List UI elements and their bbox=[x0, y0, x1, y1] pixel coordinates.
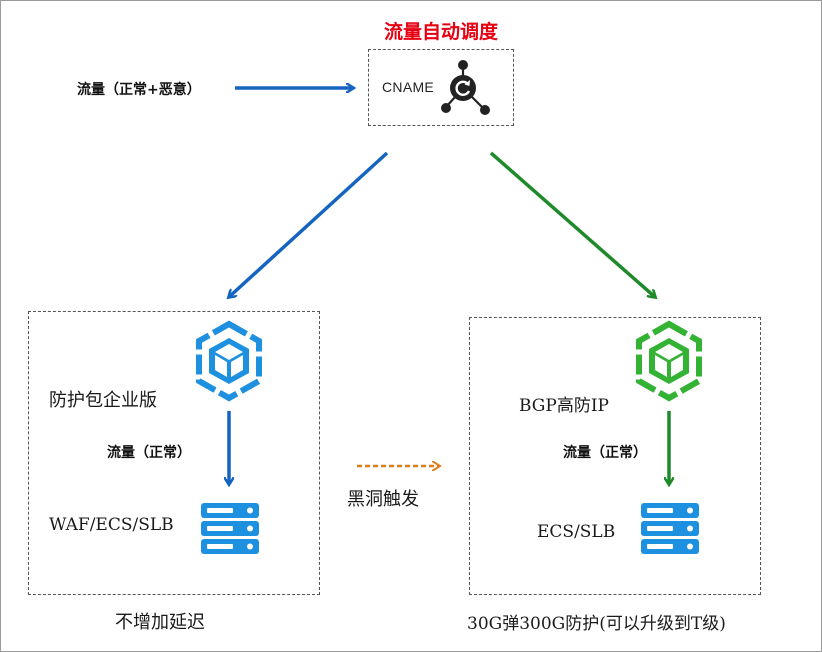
right-backend-label: ECS/SLB bbox=[537, 522, 616, 542]
right-caption: 30G弹300G防护(可以升级到T级) bbox=[467, 614, 726, 634]
dispatch-arrow-left bbox=[229, 151, 389, 297]
right-protection-box bbox=[469, 317, 761, 595]
left-flow-label: 流量（正常） bbox=[107, 445, 191, 461]
blackhole-switch-label: 黑洞触发 bbox=[347, 489, 419, 510]
right-product-cube-shield-icon bbox=[636, 320, 702, 402]
left-product-name: 防护包企业版 bbox=[49, 390, 157, 411]
cname-box: CNAME bbox=[368, 49, 514, 126]
right-product-name: BGP高防IP bbox=[519, 396, 609, 416]
right-flow-label: 流量（正常） bbox=[563, 445, 647, 461]
left-server-stack-icon bbox=[201, 503, 259, 554]
left-protection-box bbox=[28, 311, 320, 595]
diagram-title: 流量自动调度 bbox=[383, 21, 498, 43]
left-product-cube-shield-icon bbox=[196, 320, 262, 402]
dispatch-arrow-right bbox=[489, 151, 655, 297]
left-backend-label: WAF/ECS/SLB bbox=[49, 515, 174, 535]
left-caption: 不增加延迟 bbox=[115, 612, 205, 633]
right-server-stack-icon bbox=[641, 503, 699, 554]
input-traffic-label: 流量（正常+恶意） bbox=[77, 82, 201, 98]
cname-label: CNAME bbox=[382, 79, 435, 95]
cname-dispatch-icon bbox=[441, 60, 490, 115]
